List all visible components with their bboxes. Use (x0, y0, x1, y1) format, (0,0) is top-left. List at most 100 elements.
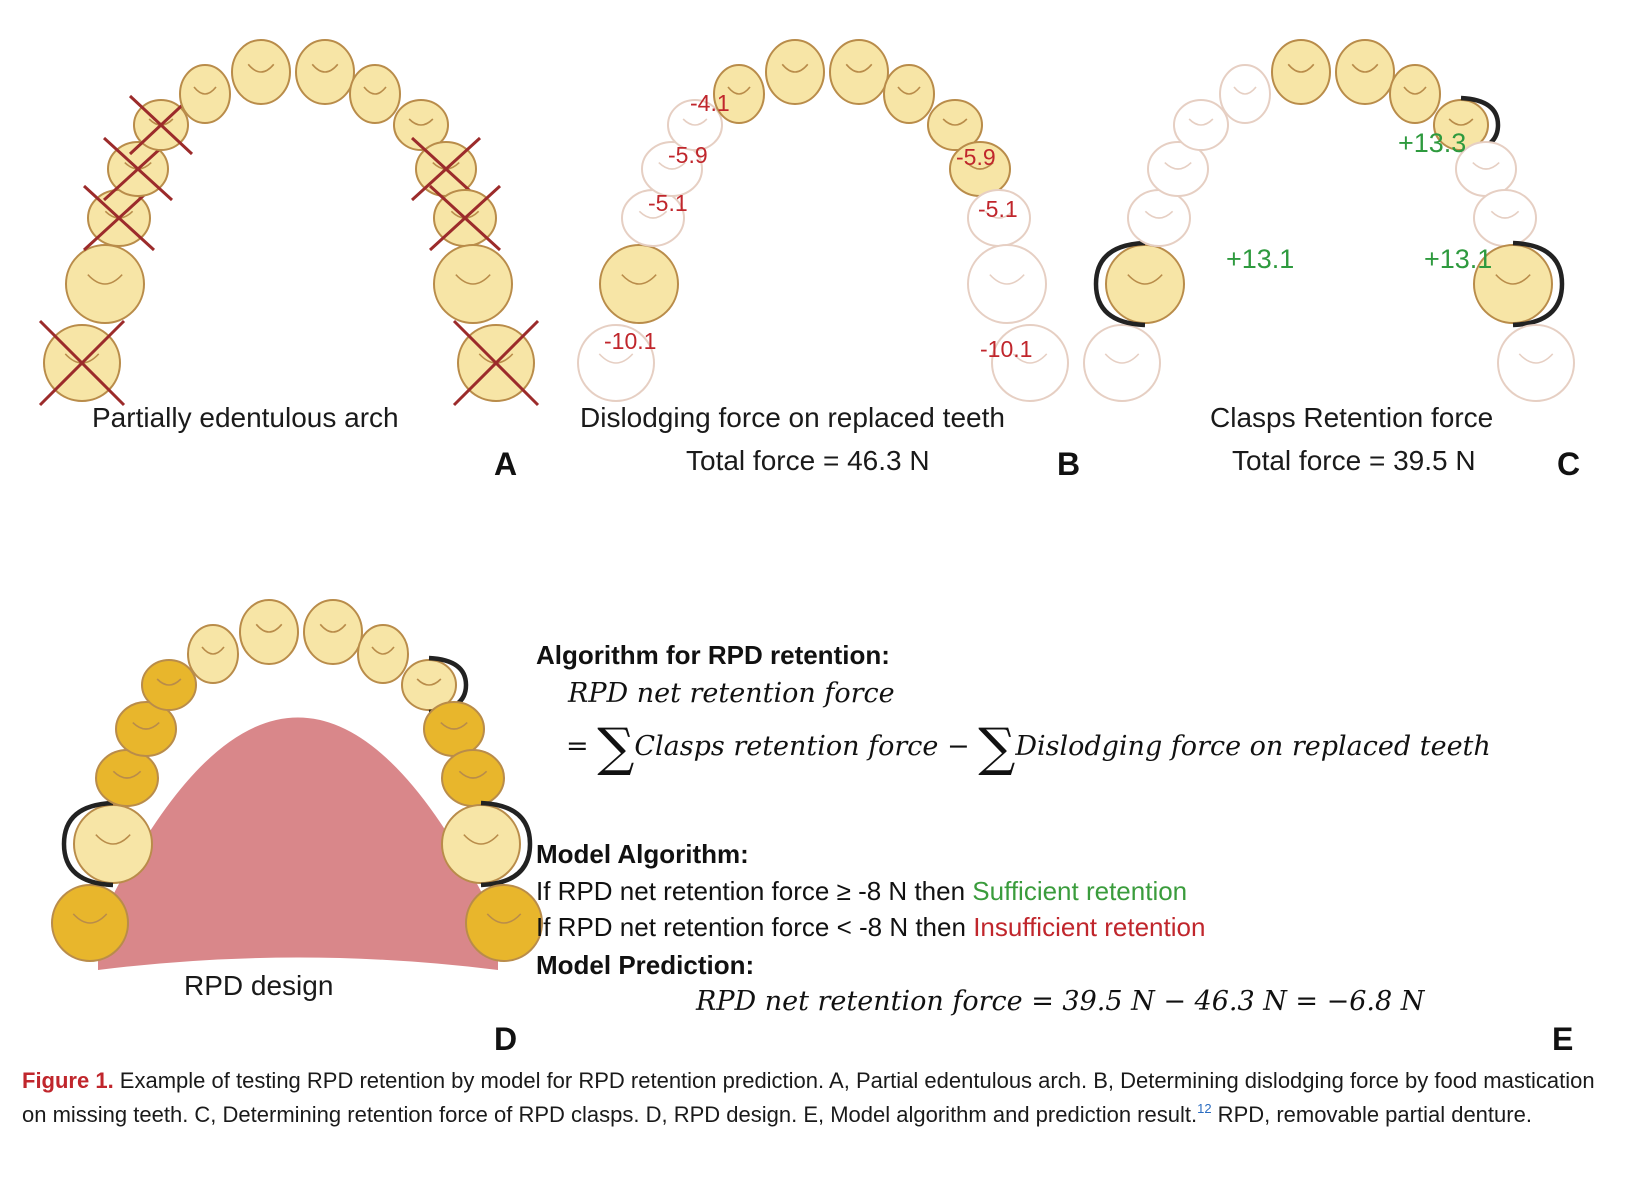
retention-label: +13.1 (1226, 244, 1295, 274)
tooth-fissure (1518, 353, 1554, 364)
algorithm-heading: Algorithm for RPD retention: (536, 640, 890, 670)
panel-d-caption: RPD design (184, 970, 334, 1001)
tooth-fissure (458, 770, 488, 779)
panel-d-letter: D (494, 1021, 518, 1057)
tooth-fissure (455, 274, 491, 285)
panel-a-caption: Partially edentulous arch (92, 402, 399, 433)
tooth (599, 244, 679, 324)
formula-term-dislodging: Dislodging force on replaced teeth (1015, 731, 1491, 762)
sum-symbol: ∑ (597, 718, 635, 778)
tooth-fissure (984, 210, 1014, 219)
tooth-fissure (1233, 86, 1257, 95)
tooth (927, 99, 983, 151)
tooth (967, 244, 1047, 324)
tooth (1389, 64, 1441, 124)
tooth (1105, 244, 1185, 324)
tooth-fissure (408, 118, 434, 126)
tooth (1271, 39, 1331, 105)
tooth-fissure (1127, 274, 1163, 285)
tooth-fissure (638, 210, 668, 219)
palate (98, 717, 498, 970)
tooth (1127, 189, 1191, 247)
missing-tooth-cross (428, 184, 502, 252)
panel-b-total: Total force = 46.3 N (686, 445, 930, 476)
tooth (303, 599, 363, 665)
tooth (667, 99, 723, 151)
tooth (433, 244, 513, 324)
caption-text: Example of testing RPD retention by mode… (22, 1068, 1595, 1127)
clasp (480, 800, 533, 888)
figure-number: Figure 1. (22, 1068, 114, 1093)
tooth (765, 39, 825, 105)
tooth (883, 64, 935, 124)
clasp (61, 800, 114, 888)
tooth-fissure (371, 646, 395, 655)
tooth (51, 884, 129, 962)
tooth-fissure (781, 63, 809, 73)
sum-symbol: ∑ (978, 718, 1016, 778)
tooth (65, 244, 145, 324)
arch-panel-b (577, 39, 1069, 402)
force-label: -5.1 (648, 190, 688, 216)
panel-a-letter: A (494, 446, 518, 482)
tooth (641, 141, 703, 197)
tooth-fissure (598, 353, 634, 364)
panel-b-caption: Dislodging force on replaced teeth (580, 402, 1005, 433)
tooth (991, 324, 1069, 402)
formula-lhs: RPD net retention force (568, 678, 895, 709)
tooth (441, 749, 505, 807)
panel-e-letter: E (1552, 1021, 1574, 1057)
tooth (231, 39, 291, 105)
tooth-fissure (416, 678, 442, 686)
formula-rhs: = ∑Clasps retention force − ∑Dislodging … (566, 718, 1491, 778)
retention-label: +13.3 (1398, 128, 1467, 158)
tooth-fissure (486, 913, 522, 924)
arch-panel-a (38, 39, 540, 407)
tooth-fissure (621, 274, 657, 285)
tooth (357, 624, 409, 684)
tooth (141, 659, 197, 711)
tooth-fissure (942, 118, 968, 126)
tooth (1219, 64, 1271, 124)
formula-minus: − (946, 731, 970, 762)
tooth-fissure (1188, 118, 1214, 126)
tooth (1083, 324, 1161, 402)
tooth-fissure (112, 770, 142, 779)
prediction-rhs: = 39.5 N − 46.3 N = −6.8 N (1031, 986, 1425, 1017)
rule-insufficient-condition: If RPD net retention force < -8 N then (536, 912, 966, 942)
tooth (713, 64, 765, 124)
panel-b-letter: B (1057, 446, 1081, 482)
force-label: -5.1 (978, 196, 1018, 222)
tooth (295, 39, 355, 105)
missing-tooth-cross (38, 319, 126, 407)
clasp (1512, 240, 1565, 328)
tooth-fissure (1403, 86, 1427, 95)
arch-panel-d (51, 599, 543, 970)
model-prediction-heading: Model Prediction: (536, 950, 755, 980)
tooth-fissure (658, 161, 686, 170)
tooth-fissure (72, 913, 108, 924)
missing-tooth-cross (410, 136, 482, 202)
tooth-fissure (95, 834, 131, 845)
model-algorithm-heading: Model Algorithm: (536, 839, 749, 869)
tooth-fissure (1495, 274, 1531, 285)
tooth (577, 324, 655, 402)
rule-sufficient: If RPD net retention force ≥ -8 N then S… (536, 876, 1187, 907)
tooth (1497, 324, 1575, 402)
tooth-fissure (897, 86, 921, 95)
tooth-fissure (1104, 353, 1140, 364)
tooth-fissure (989, 274, 1025, 285)
tooth (1335, 39, 1395, 105)
tooth (349, 64, 401, 124)
clasp (1093, 240, 1146, 328)
rule-sufficient-condition: If RPD net retention force ≥ -8 N then (536, 876, 966, 906)
arch-panel-c (1083, 39, 1575, 402)
tooth-fissure (463, 834, 499, 845)
force-label: -5.9 (956, 144, 996, 170)
tooth (393, 99, 449, 151)
panel-c-caption: Clasps Retention force (1210, 402, 1494, 433)
retention-label: +13.1 (1424, 244, 1493, 274)
caption-reference[interactable]: 12 (1197, 1101, 1212, 1116)
